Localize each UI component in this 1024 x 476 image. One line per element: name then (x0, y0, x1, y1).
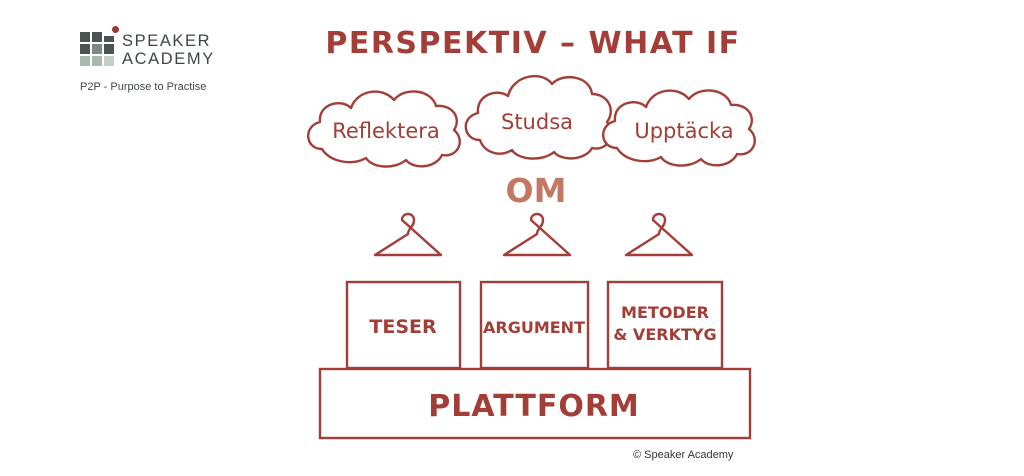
logo-grid-icon (80, 32, 114, 66)
logo-word-academy: ACADEMY (122, 50, 215, 68)
platform-label: PLATTFORM (428, 389, 640, 424)
box-label-teser: TESER (369, 316, 437, 338)
coat-hanger-icon (502, 212, 572, 257)
coat-hanger-icon (373, 212, 443, 257)
tagline: P2P - Purpose to Practise (80, 81, 207, 93)
connector-om: OM (506, 171, 567, 210)
logo-wordmark: SPEAKER ACADEMY (122, 32, 215, 68)
diagram-title: PERSPEKTIV – WHAT IF (325, 26, 740, 61)
platform-box (318, 367, 752, 440)
cloud-label-upptacka: Upptäcka (634, 119, 733, 143)
logo-dot-icon (112, 26, 119, 33)
cloud-upptacka-shape (602, 89, 756, 167)
box-label-verktyg: & VERKTYG (613, 325, 716, 344)
copyright-notice: © Speaker Academy (633, 449, 734, 461)
box-metoder (606, 280, 724, 370)
logo-word-speaker: SPEAKER (122, 32, 212, 50)
cloud-label-studsa: Studsa (501, 110, 573, 134)
box-teser (345, 280, 462, 370)
cloud-label-reflektera: Reflektera (332, 119, 440, 143)
coat-hanger-icon (624, 212, 694, 257)
cloud-reflektera-shape (307, 90, 461, 168)
box-label-metoder: METODER (621, 303, 709, 322)
box-label-argument: ARGUMENT (483, 318, 585, 337)
cloud-studsa-shape (464, 75, 613, 160)
